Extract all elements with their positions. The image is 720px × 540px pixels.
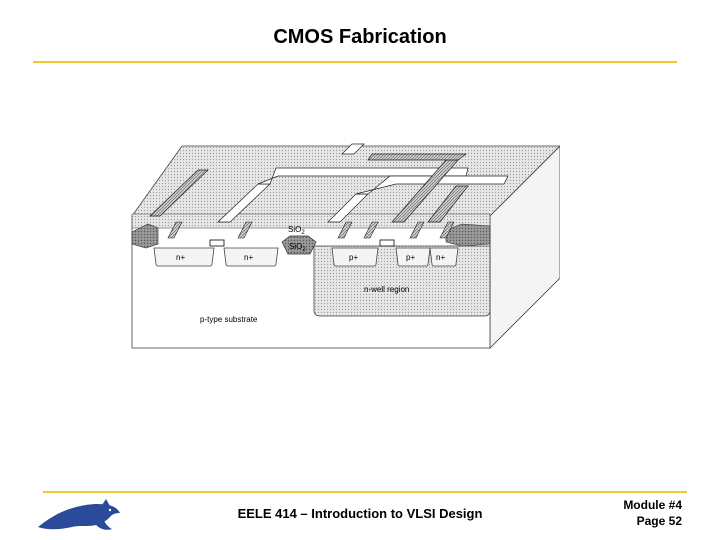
label-n-well: n-well region <box>364 285 409 294</box>
label-p-plus-1: p+ <box>349 253 358 262</box>
metal-line-2 <box>257 167 469 185</box>
field-oxide-left <box>131 223 159 249</box>
top-divider <box>33 61 677 63</box>
metal-line-top <box>341 143 365 155</box>
field-oxide-center <box>281 235 317 255</box>
label-sio2-field: SiO2 <box>289 242 306 253</box>
course-title: EELE 414 – Introduction to VLSI Design <box>237 506 483 521</box>
bobcat-logo <box>38 499 120 530</box>
module-number: Module #4 <box>623 498 682 512</box>
contact-post-3 <box>337 221 353 239</box>
bottom-divider <box>43 491 687 493</box>
logo-ear <box>102 499 110 506</box>
label-substrate: p-type substrate <box>200 315 258 324</box>
contact-post-2 <box>237 221 253 239</box>
metal-line-4 <box>355 175 509 195</box>
label-sio2-top: SiO2 <box>288 225 305 236</box>
logo-jaw <box>96 521 112 530</box>
field-oxide-right <box>445 223 491 247</box>
page-number: Page 52 <box>636 514 682 528</box>
metal-line-left <box>149 169 209 217</box>
logo-eye <box>108 508 112 512</box>
p-plus-diffusion-2 <box>395 247 431 267</box>
cmos-cross-section-diagram: SiO2 SiO2 n+ n+ p+ p+ n+ n-well region p… <box>131 143 560 349</box>
label-n-plus-3: n+ <box>436 253 445 262</box>
n-plus-diffusion-2 <box>223 247 279 267</box>
metal-line-6 <box>367 153 468 161</box>
contact-post-1 <box>167 221 183 239</box>
logo-body <box>38 503 120 530</box>
module-page-info: Module #4 Page 52 <box>623 497 682 529</box>
contact-post-6 <box>439 221 455 239</box>
nmos-gate <box>209 239 225 247</box>
n-plus-diffusion-3 <box>429 247 459 267</box>
slide-title: CMOS Fabrication <box>273 26 447 48</box>
label-p-plus-2: p+ <box>406 253 415 262</box>
metal-line-right <box>427 185 469 223</box>
contact-post-5 <box>409 221 425 239</box>
n-plus-diffusion-1 <box>153 247 215 267</box>
label-n-plus-1: n+ <box>176 253 185 262</box>
pmos-gate <box>379 239 395 247</box>
p-plus-diffusion-1 <box>331 247 379 267</box>
contact-post-4 <box>363 221 379 239</box>
label-n-plus-2: n+ <box>244 253 253 262</box>
